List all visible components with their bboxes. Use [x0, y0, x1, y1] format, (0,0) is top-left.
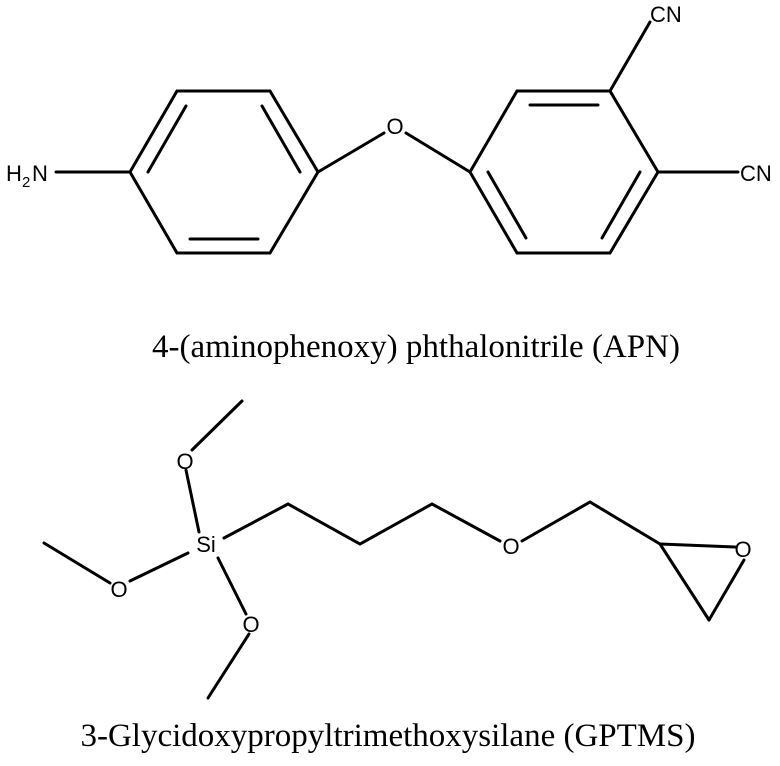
amine-subscript-label: 2 [22, 174, 30, 191]
phthalonitrile-ring [468, 89, 660, 255]
silicon-label: Si [196, 532, 216, 557]
apn-caption: 4-(aminophenoxy) phthalonitrile (APN) [152, 329, 680, 365]
si-o-bond-bottom [216, 556, 248, 616]
nitrile-top-label: CN [650, 2, 682, 27]
ether-o-label: O [502, 534, 519, 559]
aminophenyl-ring [128, 89, 320, 255]
methoxy-o-left-label: O [110, 577, 127, 602]
methoxy-o-top-label: O [176, 449, 193, 474]
propyl-chain [222, 502, 502, 546]
gptms-structure: Si O O O O O 3-Glycidoxypropyltrimethoxy… [42, 399, 752, 754]
o-si-bond-top [184, 468, 201, 534]
apn-structure: H 2 N O CN CN 4-(aminophenoxy) phthaloni… [6, 2, 772, 365]
epoxide-ring [658, 542, 746, 622]
amine-n-label: N [32, 161, 48, 186]
amine-h-label: H [6, 161, 22, 186]
ether-bond-left [316, 131, 386, 174]
ether-o-label: O [386, 114, 403, 139]
ether-bond-right [404, 131, 472, 174]
glycidyl-chain [520, 500, 662, 546]
o-si-bond-left [128, 551, 190, 583]
nitrile-right-label: CN [740, 161, 772, 186]
methyl-bond-bottom [206, 632, 251, 700]
methoxy-o-bottom-label: O [242, 612, 259, 637]
gptms-caption: 3-Glycidoxypropyltrimethoxysilane (GPTMS… [80, 718, 695, 754]
methyl-bond-left [42, 541, 112, 585]
methyl-bond-top [190, 399, 244, 452]
nitrile-bond-top [608, 20, 652, 93]
epoxide-o-label: O [734, 537, 751, 562]
